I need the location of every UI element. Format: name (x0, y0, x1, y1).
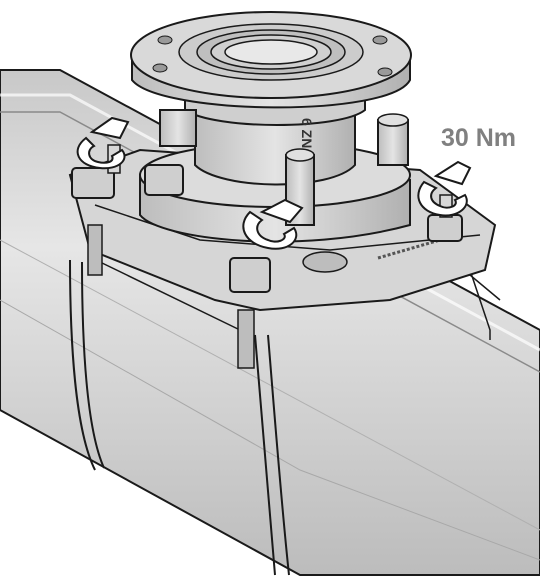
saddle-hole (302, 251, 348, 273)
flange-bolt-hole (152, 63, 168, 73)
rotation-arrow-icon (76, 116, 130, 170)
nut-icon (427, 214, 463, 242)
nut-icon (229, 257, 271, 293)
bolt-icon (237, 309, 255, 369)
flange-bolt-hole (377, 67, 393, 77)
nut-icon (159, 109, 197, 147)
rotation-arrow-icon (242, 198, 304, 250)
rotation-arrow-icon (417, 160, 472, 217)
flange-bolt-hole (372, 35, 388, 45)
bolt-back (144, 109, 197, 196)
flange-bolt-hole (157, 35, 173, 45)
torque-annotation: 30 Nm (441, 124, 517, 152)
nut-icon (71, 167, 115, 199)
top-flange (130, 11, 412, 109)
flange-marking: 6 ZN (299, 118, 315, 148)
bolt-icon (87, 224, 103, 276)
